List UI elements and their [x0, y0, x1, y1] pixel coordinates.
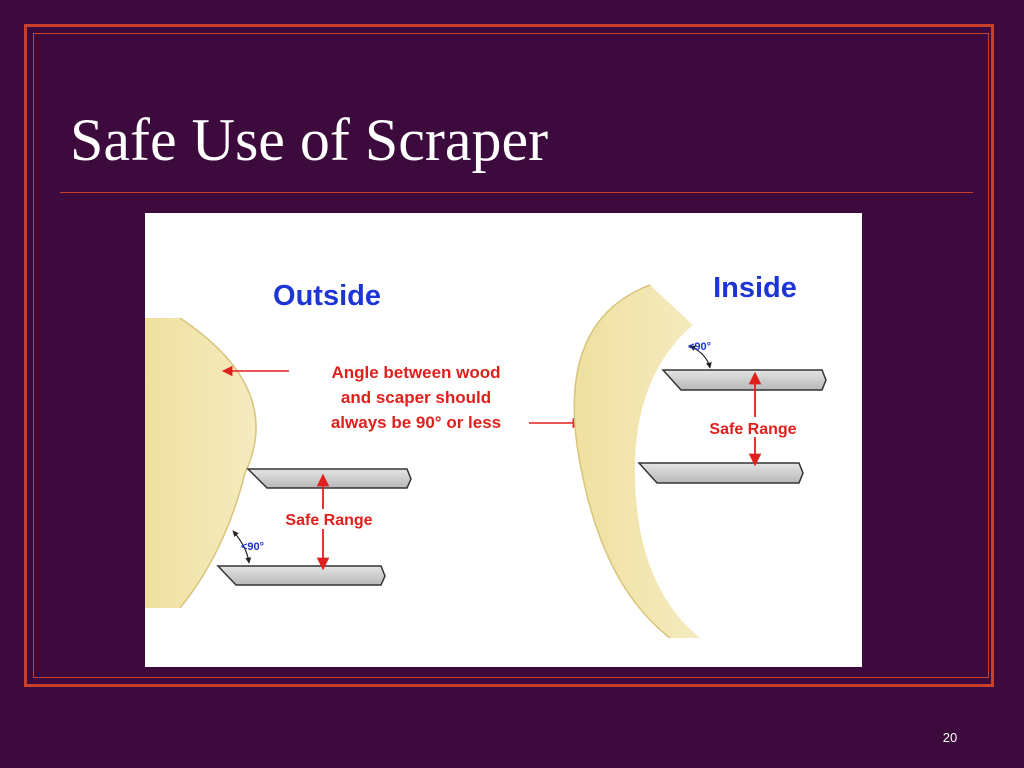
inside-angle-label: <90°: [688, 341, 711, 353]
inside-heading: Inside: [713, 272, 797, 304]
outside-upper-blade: [246, 468, 412, 489]
scraper-diagram: Safe Range <90° Outside Angle between wo…: [145, 213, 862, 667]
slide-frame-inner: [33, 33, 989, 678]
angle-note-line-2: and scaper should: [341, 388, 491, 407]
inside-angle-arc: [689, 345, 712, 369]
angle-note-line-3: always be 90° or less: [331, 413, 501, 432]
outside-angle-label: <90°: [241, 541, 264, 553]
outside-heading: Outside: [273, 280, 381, 312]
slide-title: Safe Use of Scraper: [70, 107, 549, 173]
page-number: 20: [942, 730, 958, 745]
outside-safe-range-label: Safe Range: [285, 512, 372, 529]
outside-angle-arc: [232, 530, 252, 564]
outside-wood-edge: [179, 317, 257, 609]
outside-wood-shape: [145, 318, 257, 608]
inside-wood-shape: [574, 285, 700, 638]
inside-upper-blade: [661, 369, 827, 391]
outside-lower-blade: [216, 565, 386, 586]
angle-note-line-1: Angle between wood: [331, 363, 500, 382]
inside-lower-blade: [637, 462, 804, 484]
title-divider: [60, 192, 973, 193]
inside-wood-edge: [573, 284, 671, 639]
slide-frame-outer: [24, 24, 994, 687]
inside-safe-range-label: Safe Range: [709, 421, 796, 438]
